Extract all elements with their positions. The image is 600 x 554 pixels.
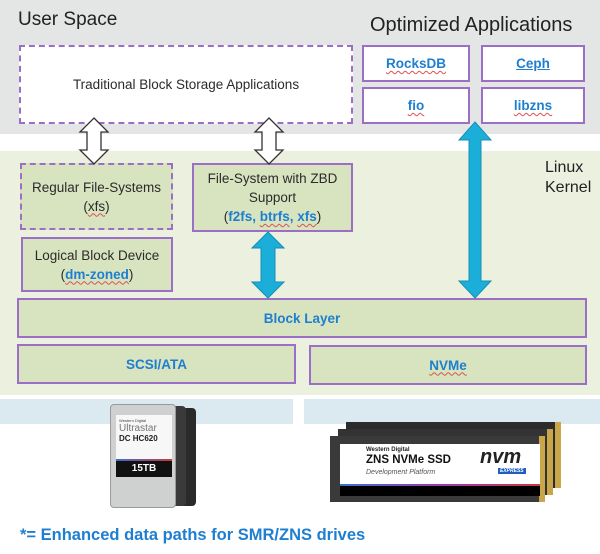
ssd-front: Western Digital ZNS NVMe SSD Development… xyxy=(330,436,545,502)
linux-kernel-title: Linux Kernel xyxy=(545,158,591,198)
hdd-model: DC HC620 xyxy=(119,434,158,443)
nvm-express-logo: nvm xyxy=(480,446,522,468)
zbd-file-system-box: File-System with ZBD Support (f2fs, btrf… xyxy=(192,163,353,232)
fs-f2fs-link[interactable]: f2fs xyxy=(228,209,253,224)
ssd-label: Western Digital ZNS NVMe SSD Development… xyxy=(340,444,540,484)
regular-file-systems-box: Regular File-Systems (xfs) xyxy=(20,163,173,230)
ssd-brand: Western Digital xyxy=(366,447,410,453)
app-ceph-box[interactable]: Ceph xyxy=(481,45,585,82)
hollow-double-arrow-left xyxy=(78,117,110,165)
ssd-stripe xyxy=(340,484,540,486)
paren-open: ( xyxy=(83,198,88,214)
traditional-apps-label: Traditional Block Storage Applications xyxy=(72,77,300,92)
scsi-ata-label: SCSI/ATA xyxy=(125,356,187,372)
hdd-brand: Western Digital xyxy=(119,418,147,423)
user-space-title: User Space xyxy=(18,9,118,30)
logical-block-label: Logical Block Device xyxy=(34,247,160,263)
logical-block-examples: (dm-zoned) xyxy=(61,265,134,284)
ssd-band xyxy=(304,399,600,424)
block-layer-label: Block Layer xyxy=(263,310,341,326)
fs-xfs: xfs xyxy=(87,198,106,214)
regular-fs-examples: (xfs) xyxy=(83,197,109,216)
ssd-subtitle: Development Platform xyxy=(366,469,436,476)
ssd-black-band xyxy=(340,486,540,496)
hdd-capacity: 15TB xyxy=(116,461,172,477)
paren-open: ( xyxy=(60,266,66,282)
logical-block-device-box: Logical Block Device (dm-zoned) xyxy=(21,237,173,292)
dm-zoned-link[interactable]: dm-zoned xyxy=(65,266,129,282)
zbd-fs-examples: (f2fs, btrfs, xfs) xyxy=(224,207,322,226)
app-ceph-link[interactable]: Ceph xyxy=(516,56,550,71)
ssd-product: ZNS NVMe SSD xyxy=(366,454,451,466)
app-fio-link[interactable]: fio xyxy=(407,98,425,113)
footer-note: *= Enhanced data paths for SMR/ZNS drive… xyxy=(20,526,366,544)
fs-xfs-link[interactable]: xfs xyxy=(297,209,317,224)
paren-close: ) xyxy=(128,266,134,282)
separator: , xyxy=(252,209,260,224)
hdd-label: Western Digital Ultrastar DC HC620 15TB xyxy=(116,415,172,477)
optimized-applications-title: Optimized Applications xyxy=(370,14,573,36)
kernel-title-line1: Linux xyxy=(545,159,584,176)
app-rocksdb-link[interactable]: RocksDB xyxy=(385,56,447,71)
enhanced-path-arrow-apps xyxy=(457,121,493,299)
hdd-image: Western Digital Ultrastar DC HC620 15TB xyxy=(110,404,200,508)
paren-close: ) xyxy=(316,209,322,224)
ssd-image: Western Digital ZNS NVMe SSD Development… xyxy=(328,422,573,504)
nvm-express-sub: EXPRESS xyxy=(498,468,526,474)
app-fio-box[interactable]: fio xyxy=(362,87,470,124)
hdd-stripe xyxy=(116,459,172,461)
block-layer-box: Block Layer xyxy=(17,298,587,338)
regular-fs-label: Regular File-Systems xyxy=(31,179,162,195)
hdd-front: Western Digital Ultrastar DC HC620 15TB xyxy=(110,404,176,508)
kernel-title-line2: Kernel xyxy=(545,179,592,196)
app-libzns-box[interactable]: libzns xyxy=(481,87,585,124)
paren-open: ( xyxy=(223,209,229,224)
enhanced-path-arrow-fs xyxy=(250,231,286,299)
zbd-fs-label-line2: Support xyxy=(248,190,297,205)
app-rocksdb-box[interactable]: RocksDB xyxy=(362,45,470,82)
zbd-fs-label-line1: File-System with ZBD xyxy=(207,171,338,186)
app-libzns-link[interactable]: libzns xyxy=(513,98,553,113)
scsi-ata-box: SCSI/ATA xyxy=(17,344,296,384)
hollow-double-arrow-right xyxy=(253,117,285,165)
nvme-link[interactable]: NVMe xyxy=(429,357,467,373)
traditional-block-storage-apps-box: Traditional Block Storage Applications xyxy=(19,45,353,124)
fs-btrfs-link[interactable]: btrfs xyxy=(259,209,290,224)
nvme-box: NVMe xyxy=(309,345,587,385)
separator: , xyxy=(289,209,298,224)
paren-close: ) xyxy=(105,198,110,214)
hdd-product: Ultrastar xyxy=(119,423,157,434)
